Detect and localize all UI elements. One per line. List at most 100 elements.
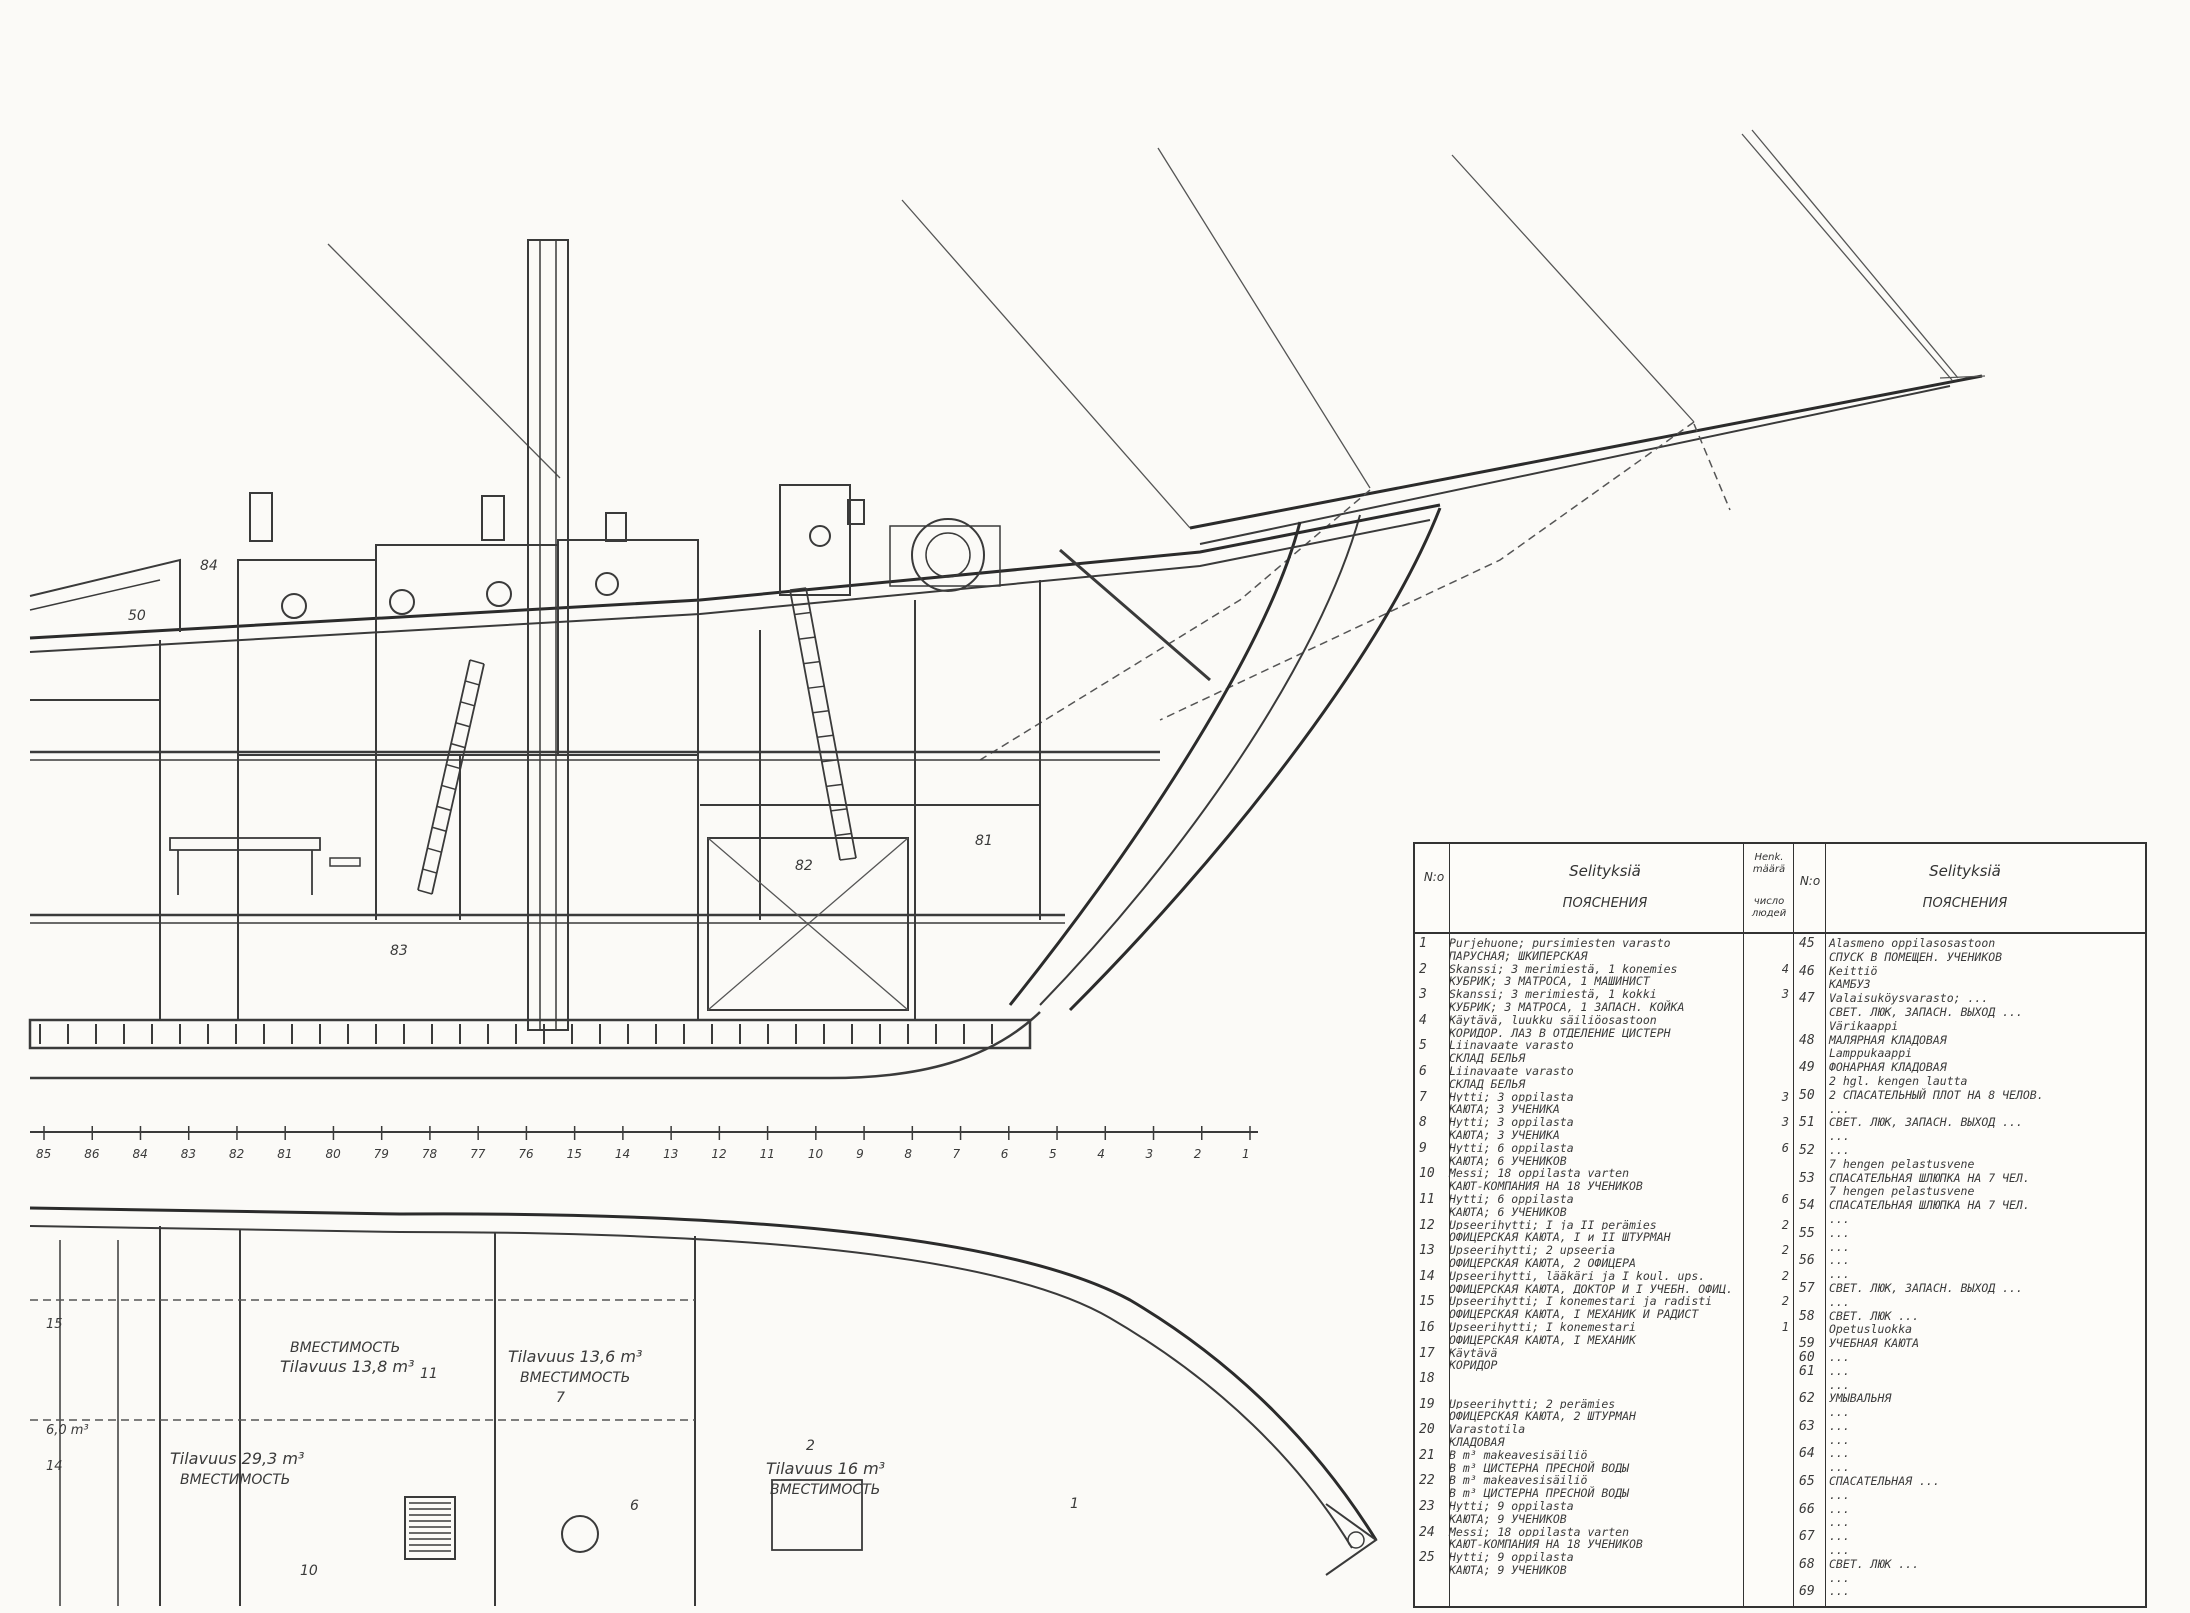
station-label: 77 [470,1147,486,1161]
legend-row-number: 9 [1419,1140,1427,1154]
station-label: 79 [374,1147,389,1161]
legend-row-number: 58 [1799,1308,1815,1323]
side-profile: 84 50 83 82 81 [28,129,1986,1080]
legend-row: Opetusluokka [1799,1322,2139,1336]
station-label: 82 [229,1147,244,1161]
legend-row-number: 15 [1419,1294,1435,1308]
legend-row-count: 6 [1781,1191,1789,1205]
legend-row: ... [1799,1378,2139,1392]
legend-row-number: 60 [1799,1349,1815,1364]
plan-num-1: 1 [1070,1496,1079,1512]
plan-side-6m: 6,0 m³ [46,1423,89,1438]
legend-row-text: КАЮТА; 6 УЧЕНИКОВ [1449,1153,1567,1167]
legend-row [1419,1384,1791,1397]
legend-row-count: 3 [1781,987,1789,1000]
legend-row: ... [1799,1240,2139,1254]
legend-left-title-ru: ПОЯСНЕНИЯ [1562,896,1648,911]
station-label: 13 [663,1147,678,1161]
legend-row-count: 2 [1781,1268,1789,1282]
legend-left-title-fi: Selityksiä [1569,862,1641,880]
legend-row-text: ... [1829,1529,1850,1544]
legend-row-text: ... [1829,1253,1850,1268]
legend-row-text: Varastotila [1449,1422,1526,1436]
legend-row-text: ОФИЦЕРСКАЯ КАЮТА, 2 ШТУРМАН [1449,1409,1636,1423]
legend-row-text: ... [1829,1570,1850,1585]
legend-row: 64... [1799,1446,2139,1460]
legend-row-number: 12 [1419,1217,1435,1231]
plan-tank-mid-num: 7 [556,1390,565,1406]
legend-row: ... [1799,1212,2139,1226]
legend-row: 55... [1799,1226,2139,1240]
legend-row-number: 52 [1799,1142,1815,1157]
legend-row-text: СПАСАТЕЛЬНАЯ ... [1829,1474,1940,1488]
legend-row-text: ... [1829,1101,1850,1116]
plan-tank-left-ru: ВМЕСТИМОСТЬ [290,1340,400,1356]
legend-row-text: Skanssi; 3 merimiestä, 1 kokki [1449,987,1657,1000]
station-label: 6 [1001,1147,1009,1161]
legend-row: ... [1799,1405,2139,1419]
legend-row-text: КОРИДОР [1449,1358,1498,1372]
legend-no-right: N:o [1799,874,1821,888]
legend-row: ... [1799,1295,2139,1309]
legend-row: ... [1799,1460,2139,1474]
legend-row-number: 66 [1799,1501,1815,1516]
legend-row: ОФИЦЕРСКАЯ КАЮТА, ДОКТОР И I УЧЕБН. ОФИЦ… [1419,1282,1791,1295]
legend-right-title-ru: ПОЯСНЕНИЯ [1922,896,2008,911]
legend-row-text: СКЛАД БЕЛЬЯ [1449,1076,1526,1090]
legend-row-number: 16 [1419,1319,1435,1333]
legend-row-text: 7 hengen pelastusvene [1829,1184,1975,1199]
legend-row-text: КАЮТ-КОМПАНИЯ НА 18 УЧЕНИКОВ [1449,1179,1643,1192]
legend-row: 67... [1799,1529,2139,1543]
legend-row-text: B m³ makeavesisäiliö [1449,1473,1588,1487]
legend-row-number: 4 [1419,1012,1427,1026]
legend-row-text: Upseerihytti; I ja II perämies [1449,1217,1657,1231]
legend-row-text: ... [1829,1211,1850,1226]
plan-tank-fwd-fi: Tilavuus 16 m³ [766,1459,885,1478]
legend-row-text: ... [1829,1405,1850,1419]
plan-tank-low-fi: Tilavuus 29,3 m³ [170,1449,304,1468]
legend-row: Värikaappi [1799,1019,2139,1033]
plan-tank-fwd-ru: ВМЕСТИМОСТЬ [770,1482,880,1498]
legend-row-text: ... [1829,1239,1850,1254]
legend-row-text: КУБРИК; 3 МАТРОСА, 1 МАШИНИСТ [1449,974,1650,988]
label-50: 50 [128,608,146,624]
legend-row-count: 3 [1781,1115,1789,1128]
legend-row-number: 48 [1799,1032,1815,1047]
legend-row: ПАРУСНАЯ; ШКИПЕРСКАЯ [1419,949,1791,962]
plan-side-14: 14 [46,1459,63,1474]
legend-row-text: ... [1829,1349,1850,1364]
legend-row-text: Hytti; 9 oppilasta [1449,1499,1574,1512]
station-label: 8 [904,1147,912,1161]
legend-row-number: 51 [1799,1115,1815,1130]
legend-row-text: Käytävä [1449,1345,1498,1359]
legend-row-number: 10 [1419,1166,1435,1180]
legend-row-text: ... [1829,1363,1850,1378]
legend-count-top: Henk. määrä [1752,852,1786,875]
legend-row: КАЮТ-КОМПАНИЯ НА 18 УЧЕНИКОВ [1419,1179,1791,1192]
legend-row-text: КАЮТА; 6 УЧЕНИКОВ [1449,1204,1567,1218]
legend-row-number: 6 [1419,1063,1427,1077]
station-label: 2 [1194,1147,1202,1161]
legend-row: 56... [1799,1253,2139,1267]
legend-row-number: 8 [1419,1115,1427,1128]
legend-row: СКЛАД БЕЛЬЯ [1419,1051,1791,1064]
legend-row-text: ... [1829,1432,1850,1447]
legend-row: КАЮТА; 6 УЧЕНИКОВ [1419,1154,1791,1167]
station-label: 83 [181,1147,196,1161]
